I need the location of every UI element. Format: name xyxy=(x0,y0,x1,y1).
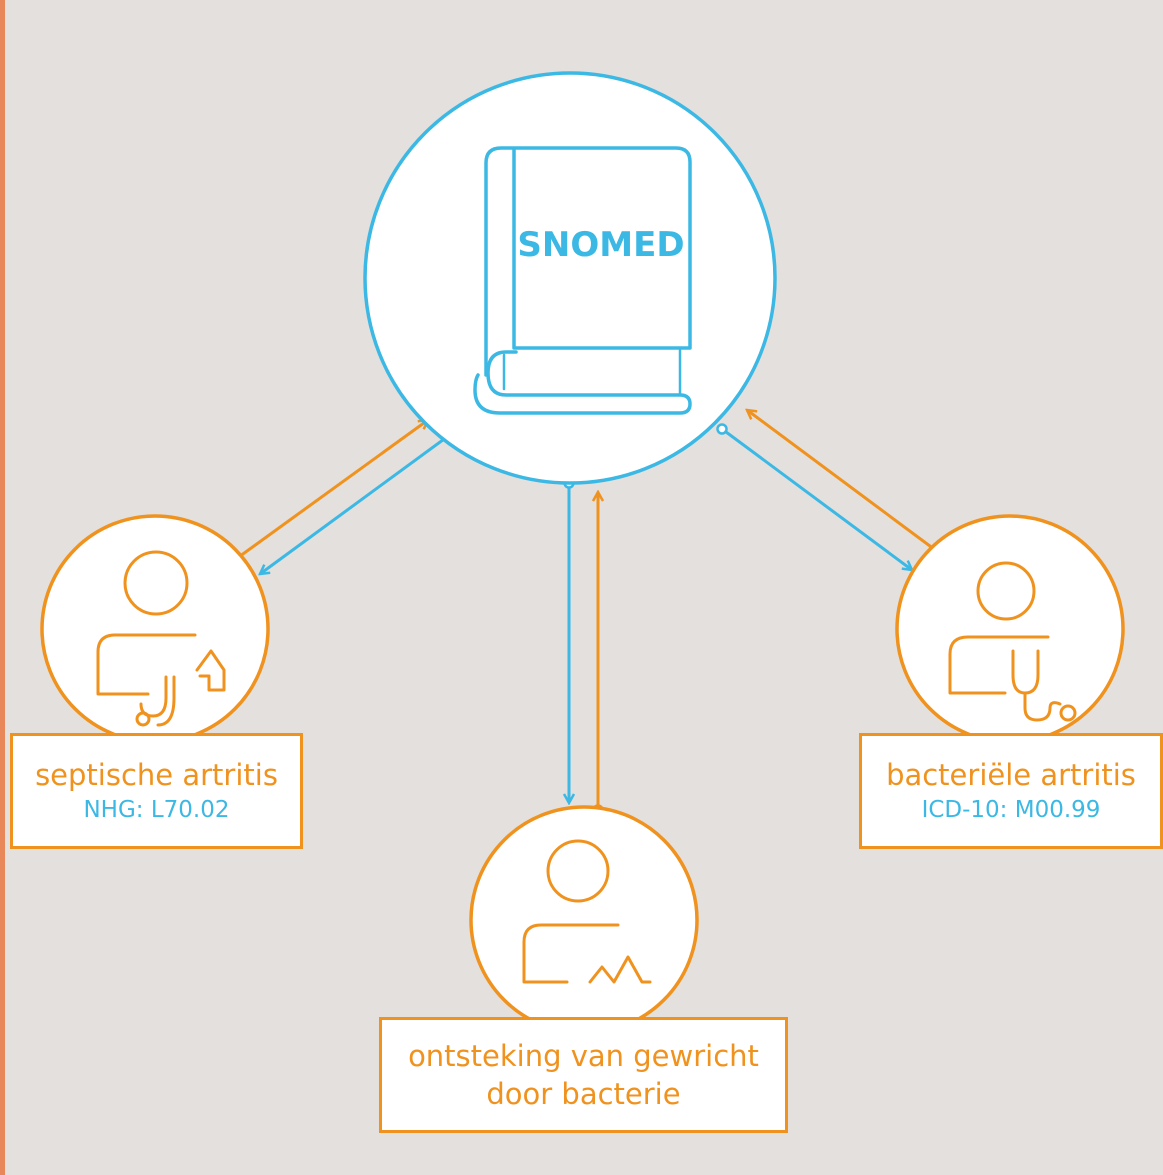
specialist-label-box: bacteriële artritis ICD-10: M00.99 xyxy=(859,733,1163,849)
specialist-term: bacteriële artritis xyxy=(886,758,1136,792)
patient-node xyxy=(469,805,699,1035)
patient-term-line2: door bacterie xyxy=(486,1077,681,1111)
patient-icon xyxy=(522,839,652,984)
gp-label-box: septische artritis NHG: L70.02 xyxy=(10,733,303,849)
arrow-from-snomed-left xyxy=(260,432,452,574)
gp-code: NHG: L70.02 xyxy=(83,797,230,823)
specialist-code: ICD-10: M00.99 xyxy=(921,797,1101,823)
patient-term-line1: ontsteking van gewricht xyxy=(408,1039,759,1073)
arrow-to-snomed-left xyxy=(235,420,428,561)
book-icon xyxy=(473,146,692,415)
connector-left xyxy=(230,420,457,574)
connector-right xyxy=(716,410,944,570)
specialist-node xyxy=(895,514,1125,744)
gp-term: septische artritis xyxy=(35,758,278,792)
specialist-icon xyxy=(948,561,1077,722)
gp-node xyxy=(40,514,270,744)
snomed-node: SNOMED xyxy=(363,71,777,485)
arrow-from-snomed-right xyxy=(721,427,912,570)
snomed-title: SNOMED xyxy=(517,225,684,265)
general-practitioner-icon xyxy=(96,550,226,727)
connector-middle xyxy=(565,477,603,816)
patient-label-box: ontsteking van gewricht door bacterie xyxy=(379,1017,788,1133)
arrow-to-snomed-right xyxy=(747,410,939,554)
left-accent-rule xyxy=(0,0,5,1175)
